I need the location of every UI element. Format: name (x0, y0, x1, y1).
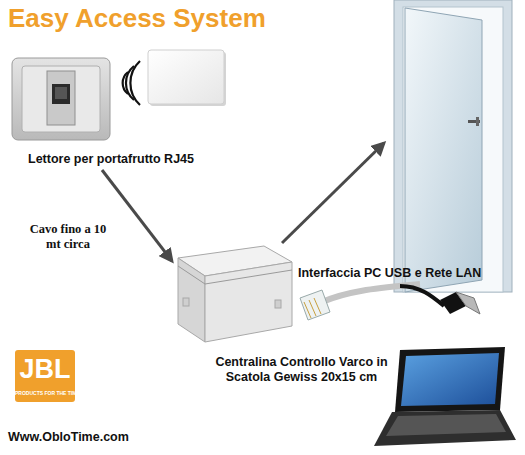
wall-plate-reader (12, 58, 110, 140)
control-box (178, 246, 292, 342)
laptop (374, 347, 516, 446)
node-label: Lettore per portafrutto RJ45 (28, 152, 242, 167)
reader-node: Lettore per portafrutto RJ45 (10, 50, 242, 170)
website-url: Www.ObloTime.com (8, 430, 208, 444)
logo-text: JBL (15, 354, 75, 385)
node-label: Centralina Controllo Varco in Scatola Ge… (204, 355, 399, 385)
door-arrow (282, 143, 384, 243)
usb-cable (400, 286, 480, 314)
rf-waves (123, 61, 140, 105)
diagram-title: Easy Access System (8, 3, 266, 34)
edge-label: Cavo fino a 10 mt circa (26, 222, 110, 252)
door-illustration (394, 0, 512, 292)
lan-cable (300, 284, 420, 320)
interface-caption: Interfaccia PC USB e Rete LAN (298, 266, 524, 280)
rfid-card (148, 50, 226, 106)
logo-square (15, 350, 75, 402)
controller-node: Centralina Controllo Varco in Scatola Ge… (172, 243, 294, 345)
logo-tagline: PRODUCTS FOR THE TIME (15, 390, 75, 396)
cable-arrow (102, 170, 172, 261)
